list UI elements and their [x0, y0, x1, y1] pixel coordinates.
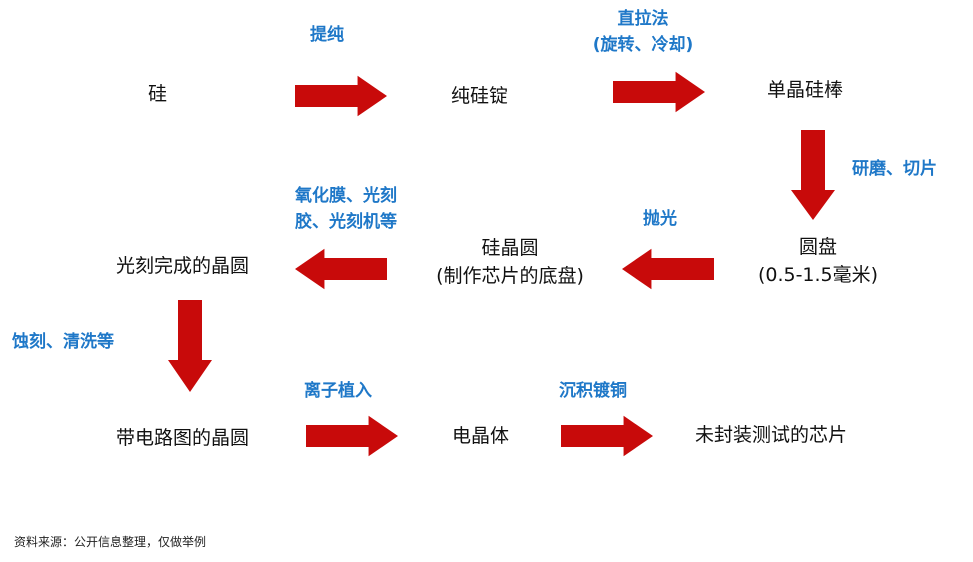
arrow-right-1 [295, 75, 387, 117]
step-label-purify: 提纯 [310, 25, 344, 45]
arrow-down-right [791, 130, 835, 220]
step-label-ion-implant: 离子植入 [304, 381, 372, 401]
arrow-left-1 [622, 248, 714, 290]
step-label-grind-cut: 研磨、切片 [852, 159, 937, 179]
node-wafer: 硅晶圆 (制作芯片的底盘) [436, 237, 584, 287]
node-untested-chip: 未封装测试的芯片 [695, 424, 848, 446]
node-silicon: 硅 [148, 83, 168, 105]
arrow-down-left [168, 300, 212, 392]
node-transistor: 电晶体 [452, 425, 510, 447]
node-single-crystal-rod: 单晶硅棒 [767, 79, 844, 101]
arrow-right-4 [561, 415, 653, 457]
arrow-right-3 [306, 415, 398, 457]
step-label-czochralski: 直拉法 (旋转、冷却) [592, 9, 694, 55]
node-pure-ingot: 纯硅锭 [451, 85, 509, 107]
step-label-oxide: 氧化膜、光刻 胶、光刻机等 [295, 186, 397, 232]
source-note: 资料来源：公开信息整理，仅做举例 [14, 535, 207, 549]
arrow-right-2 [613, 71, 705, 113]
step-label-etch-clean: 蚀刻、清洗等 [12, 332, 114, 352]
step-label-copper-deposit: 沉积镀铜 [559, 381, 627, 401]
node-disc: 圆盘 (0.5-1.5毫米) [757, 236, 879, 286]
node-circuit-wafer: 带电路图的晶圆 [116, 427, 250, 449]
node-litho-wafer: 光刻完成的晶圆 [116, 255, 250, 277]
step-label-polish: 抛光 [643, 209, 677, 229]
arrow-left-2 [295, 248, 387, 290]
